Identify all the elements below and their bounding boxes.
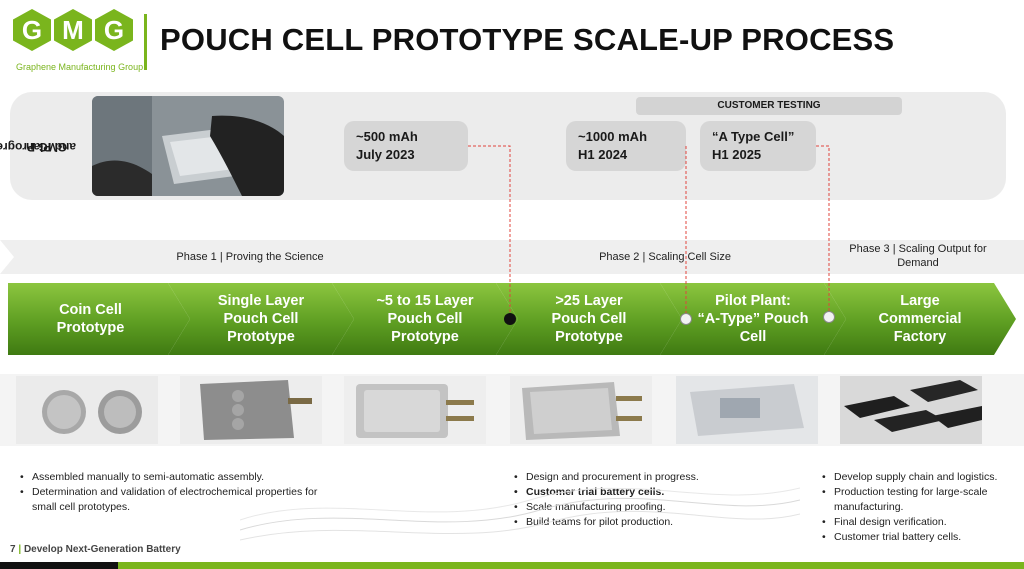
single-layer-photo bbox=[180, 376, 322, 444]
phase3-label-line2: Demand bbox=[897, 257, 939, 269]
logo-hex-m: M bbox=[51, 8, 95, 52]
step-line: Prototype bbox=[391, 329, 459, 345]
step-line: >25 Layer bbox=[555, 293, 623, 309]
step-line: Pilot Plant: bbox=[715, 293, 791, 309]
pilot-plant-photo bbox=[676, 376, 818, 444]
phase3-label-line1: Phase 3 | Scaling Output for bbox=[849, 243, 987, 255]
logo-subtitle: Graphene Manufacturing Group bbox=[16, 62, 144, 72]
step-line: Single Layer bbox=[217, 293, 305, 309]
coin-cell-photo bbox=[16, 376, 158, 444]
step-line: ~5 to 15 Layer bbox=[376, 293, 474, 309]
list-item: Scale manufacturing proofing. bbox=[514, 500, 794, 515]
logo-letter: G bbox=[21, 15, 43, 45]
milestone-a-type: “A Type Cell” H1 2025 bbox=[700, 121, 816, 171]
milestone-capacity: ~1000 mAh bbox=[578, 129, 648, 144]
logo-letter: G bbox=[103, 15, 125, 45]
step-line: “A-Type” Pouch bbox=[697, 311, 809, 327]
phase3-band bbox=[814, 240, 1024, 274]
step-line: Prototype bbox=[56, 320, 125, 336]
step-line: Pouch Cell bbox=[387, 311, 463, 327]
phase2-label: Phase 2 | Scaling Cell Size bbox=[599, 251, 731, 263]
gmg-logo: G M G Graphene Manufacturing Group bbox=[10, 8, 143, 78]
list-item: Develop supply chain and logistics. bbox=[822, 470, 1018, 485]
milestone-capacity: “A Type Cell” bbox=[712, 129, 795, 144]
phase1-band bbox=[0, 240, 510, 274]
step-line: Coin Cell bbox=[59, 302, 122, 318]
milestone-1000mah: ~1000 mAh H1 2024 bbox=[566, 121, 686, 171]
step-line: Cell bbox=[739, 329, 767, 345]
milestone-capacity: ~500 mAh bbox=[356, 129, 418, 144]
milestone-dot-a-type bbox=[823, 311, 835, 323]
logo-hex-g1: G bbox=[10, 8, 54, 52]
pouch-cell-photo bbox=[92, 96, 284, 196]
step-line: Prototype bbox=[555, 329, 623, 345]
milestone-dot-500mah bbox=[504, 313, 516, 325]
multi-layer-photo bbox=[344, 376, 486, 444]
milestone-date: H1 2024 bbox=[578, 147, 628, 162]
customer-testing-label: CUSTOMER TESTING bbox=[636, 97, 902, 115]
footer-text: Develop Next-Generation Battery bbox=[23, 544, 181, 555]
list-item: Design and procurement in progress. bbox=[514, 470, 794, 485]
milestone-500mah: ~500 mAh July 2023 bbox=[344, 121, 468, 171]
logo-hex-g2: G bbox=[92, 8, 136, 52]
list-item: Final design verification. bbox=[822, 515, 1018, 530]
page-number: 7 bbox=[10, 544, 16, 555]
footer: 7 | Develop Next-Generation Battery bbox=[10, 544, 181, 555]
milestone-date: July 2023 bbox=[356, 147, 415, 162]
phase2-band bbox=[494, 240, 830, 274]
footer-separator: | bbox=[18, 544, 22, 555]
page-title: POUCH CELL PROTOTYPE SCALE-UP PROCESS bbox=[160, 22, 895, 57]
phase1-label: Phase 1 | Proving the Science bbox=[176, 251, 324, 263]
list-item: Determination and validation of electroc… bbox=[20, 485, 320, 515]
step-line: Pouch Cell bbox=[551, 311, 627, 327]
title-divider bbox=[144, 14, 147, 70]
step-line: Large bbox=[900, 293, 940, 309]
milestone-date: H1 2025 bbox=[712, 147, 762, 162]
25-layer-photo bbox=[510, 376, 652, 444]
step-line: Pouch Cell bbox=[223, 311, 299, 327]
list-item: Customer trial battery cells. bbox=[822, 530, 1018, 545]
phase3-label: Phase 3 | Scaling Output for Demand bbox=[828, 242, 1008, 270]
wave-decoration bbox=[240, 487, 800, 541]
list-item: Assembled manually to semi-automatic ass… bbox=[20, 470, 320, 485]
phase2-bullets: Design and procurement in progress. Cust… bbox=[514, 470, 794, 530]
bottom-accent-bar bbox=[0, 562, 1024, 569]
step-line: Factory bbox=[893, 329, 947, 345]
phase3-bullets: Develop supply chain and logistics. Prod… bbox=[822, 470, 1018, 545]
step-line: Prototype bbox=[227, 329, 295, 345]
factory-photo bbox=[840, 376, 982, 444]
list-item: Production testing for large-scale manuf… bbox=[822, 485, 1018, 515]
logo-letter: M bbox=[62, 15, 84, 45]
phase1-bullets: Assembled manually to semi-automatic ass… bbox=[20, 470, 320, 515]
step-line: Commercial bbox=[878, 311, 962, 327]
milestone-dot-1000mah bbox=[680, 313, 692, 325]
